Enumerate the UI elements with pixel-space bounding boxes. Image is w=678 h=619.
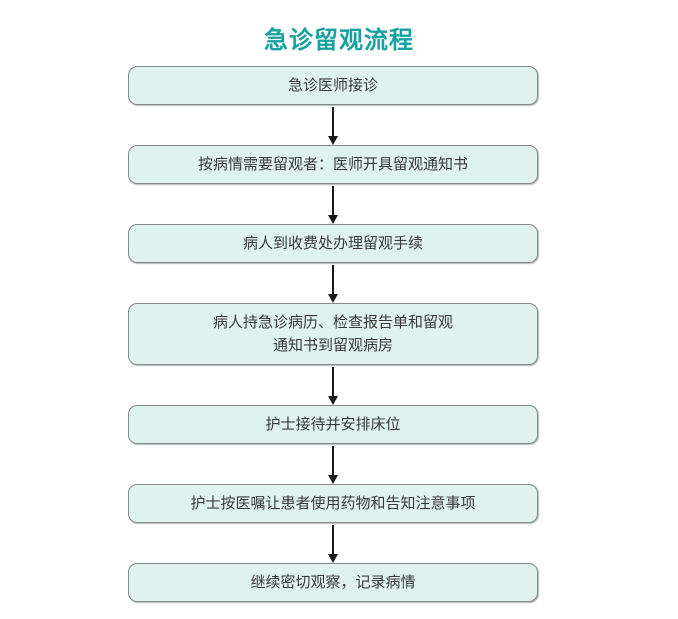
flow-step-2: 按病情需要留观者：医师开具留观通知书 (128, 145, 538, 184)
flow-step-5-label: 护士接待并安排床位 (265, 416, 401, 433)
flow-step-7: 继续密切观察，记录病情 (128, 563, 538, 602)
flow-step-1: 急诊医师接诊 (128, 66, 538, 105)
down-arrow-icon (328, 105, 338, 145)
flow-step-4: 病人持急诊病历、检查报告单和留观 通知书到留观病房 (128, 303, 538, 365)
flow-step-7-label: 继续密切观察，记录病情 (250, 574, 416, 591)
flow-step-3: 病人到收费处办理留观手续 (128, 224, 538, 263)
down-arrow-icon (328, 365, 338, 405)
flow-step-3-label: 病人到收费处办理留观手续 (242, 235, 423, 252)
flow-step-5: 护士接待并安排床位 (128, 405, 538, 444)
down-arrow-icon (328, 184, 338, 224)
down-arrow-icon (328, 523, 338, 563)
flow-step-6: 护士按医嘱让患者使用药物和告知注意事项 (128, 484, 538, 523)
page-title: 急诊留观流程 (264, 27, 414, 54)
flowchart: 急诊医师接诊 按病情需要留观者：医师开具留观通知书 病人到收费处办理留观手续 病… (128, 66, 538, 602)
flow-step-4-label: 病人持急诊病历、检查报告单和留观 通知书到留观病房 (212, 314, 453, 354)
flow-step-1-label: 急诊医师接诊 (287, 77, 378, 94)
down-arrow-icon (328, 263, 338, 303)
flow-step-2-label: 按病情需要留观者：医师开具留观通知书 (197, 156, 468, 173)
flow-step-6-label: 护士按医嘱让患者使用药物和告知注意事项 (190, 495, 476, 512)
down-arrow-icon (328, 444, 338, 484)
